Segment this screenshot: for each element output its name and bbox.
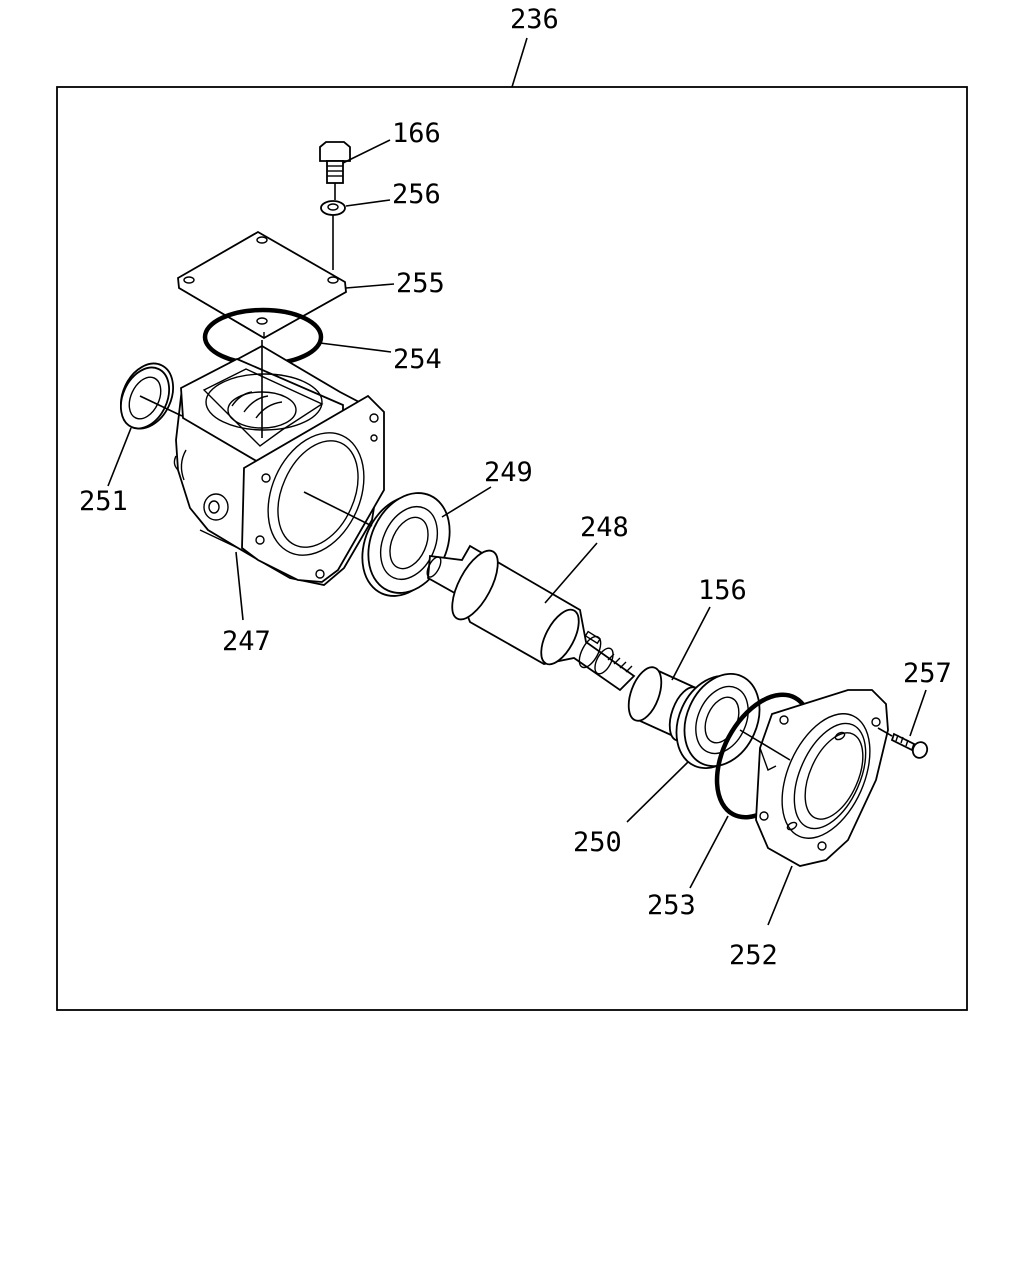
leader-254 — [319, 342, 392, 353]
leader-247 — [235, 551, 244, 621]
leader-250 — [626, 761, 689, 823]
part-257-screw[interactable] — [877, 727, 930, 760]
part-252-flange-cover[interactable] — [755, 689, 889, 867]
part-166-bolt[interactable] — [319, 141, 351, 200]
part-255-cover-plate[interactable] — [177, 230, 347, 340]
leader-249 — [441, 486, 492, 518]
assembly-leader — [511, 37, 528, 88]
part-247-gear-housing[interactable] — [173, 344, 385, 586]
callout-250[interactable]: 250 — [573, 827, 622, 858]
assembly-axis-251 — [139, 395, 183, 417]
callout-256[interactable]: 256 — [392, 179, 441, 210]
assembly-axis-250 — [739, 729, 791, 761]
leader-256 — [345, 199, 391, 207]
callout-252[interactable]: 252 — [729, 940, 778, 971]
leader-252 — [767, 865, 793, 926]
callout-166[interactable]: 166 — [392, 118, 441, 149]
callout-251[interactable]: 251 — [79, 486, 128, 517]
part-251-oil-seal[interactable] — [111, 355, 183, 437]
leader-255 — [345, 283, 395, 289]
part-256-washer[interactable] — [320, 200, 346, 216]
leader-156 — [671, 606, 711, 681]
callout-248[interactable]: 248 — [580, 512, 629, 543]
callout-253[interactable]: 253 — [647, 890, 696, 921]
callout-254[interactable]: 254 — [393, 344, 442, 375]
callout-255[interactable]: 255 — [396, 268, 445, 299]
leader-257 — [909, 689, 927, 737]
assembly-axis-249 — [303, 491, 373, 527]
diagram-frame — [56, 86, 968, 1011]
assembly-label[interactable]: 236 — [510, 4, 559, 35]
callout-257[interactable]: 257 — [903, 658, 952, 689]
leader-251 — [107, 427, 132, 487]
leader-248 — [544, 542, 598, 604]
leader-166 — [342, 139, 391, 164]
callout-247[interactable]: 247 — [222, 626, 271, 657]
callout-156[interactable]: 156 — [698, 575, 747, 606]
leader-253 — [689, 815, 729, 889]
part-248-shaft[interactable] — [424, 544, 636, 692]
callout-249[interactable]: 249 — [484, 457, 533, 488]
part-250-bearing[interactable] — [663, 662, 774, 780]
